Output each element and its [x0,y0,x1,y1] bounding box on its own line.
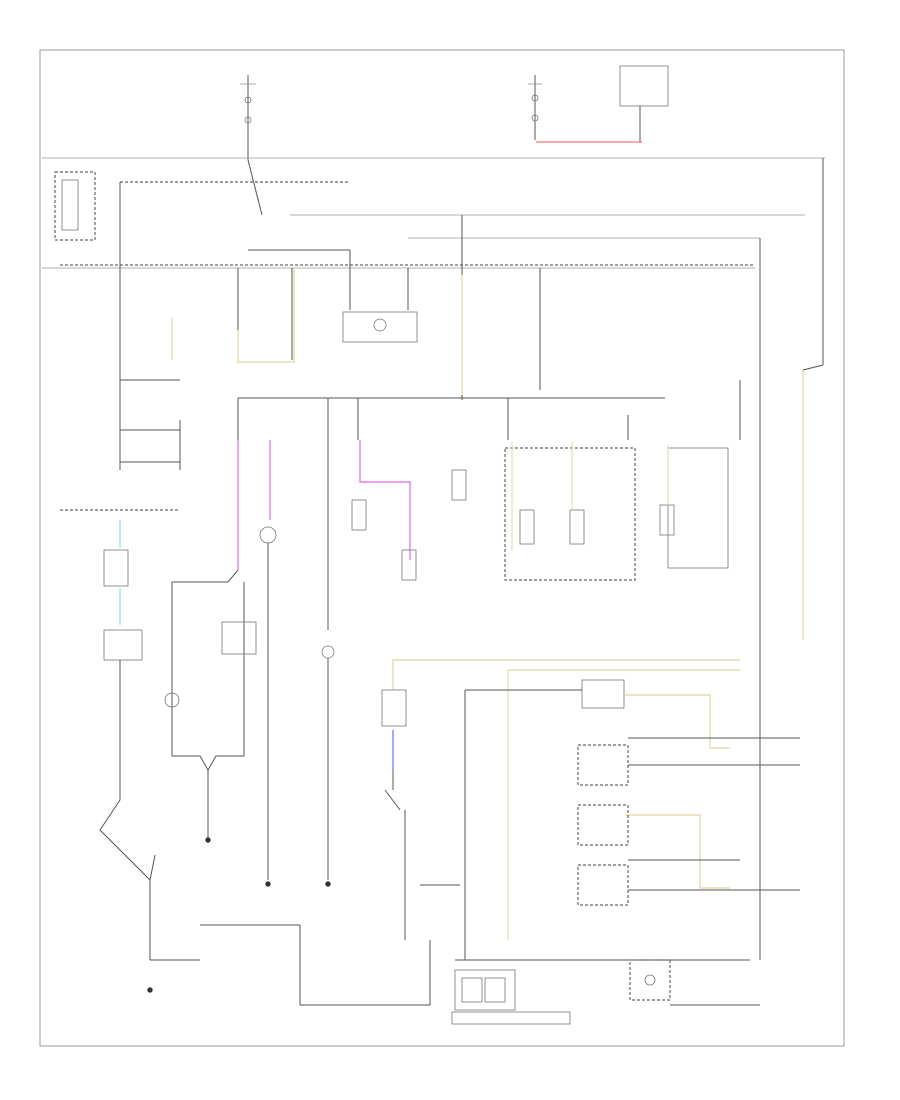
lamp-module [504,442,636,581]
relay-box-top-right [619,65,669,142]
relay-box-left [54,171,96,241]
left-lower-switch [99,799,431,1006]
lower-drops [237,380,741,630]
right-module-stack [464,679,800,960]
lamp-right [659,445,729,569]
switches-center [259,469,467,887]
pink-wires [237,440,411,570]
connector-cluster-bottom [420,884,750,1025]
wire-yellow-left [237,268,295,363]
switch-module-center [342,311,418,343]
switch-lower-center [381,689,407,940]
fuse-block-top-right [528,75,542,140]
diagram-border [39,49,845,1047]
wire-yellow-center [392,659,740,690]
bus-drops [119,268,541,470]
fuse-block-top-left [240,75,256,160]
module-bottom-right [629,959,760,1006]
large-module-left [164,569,257,843]
left-switch-column [60,379,181,800]
